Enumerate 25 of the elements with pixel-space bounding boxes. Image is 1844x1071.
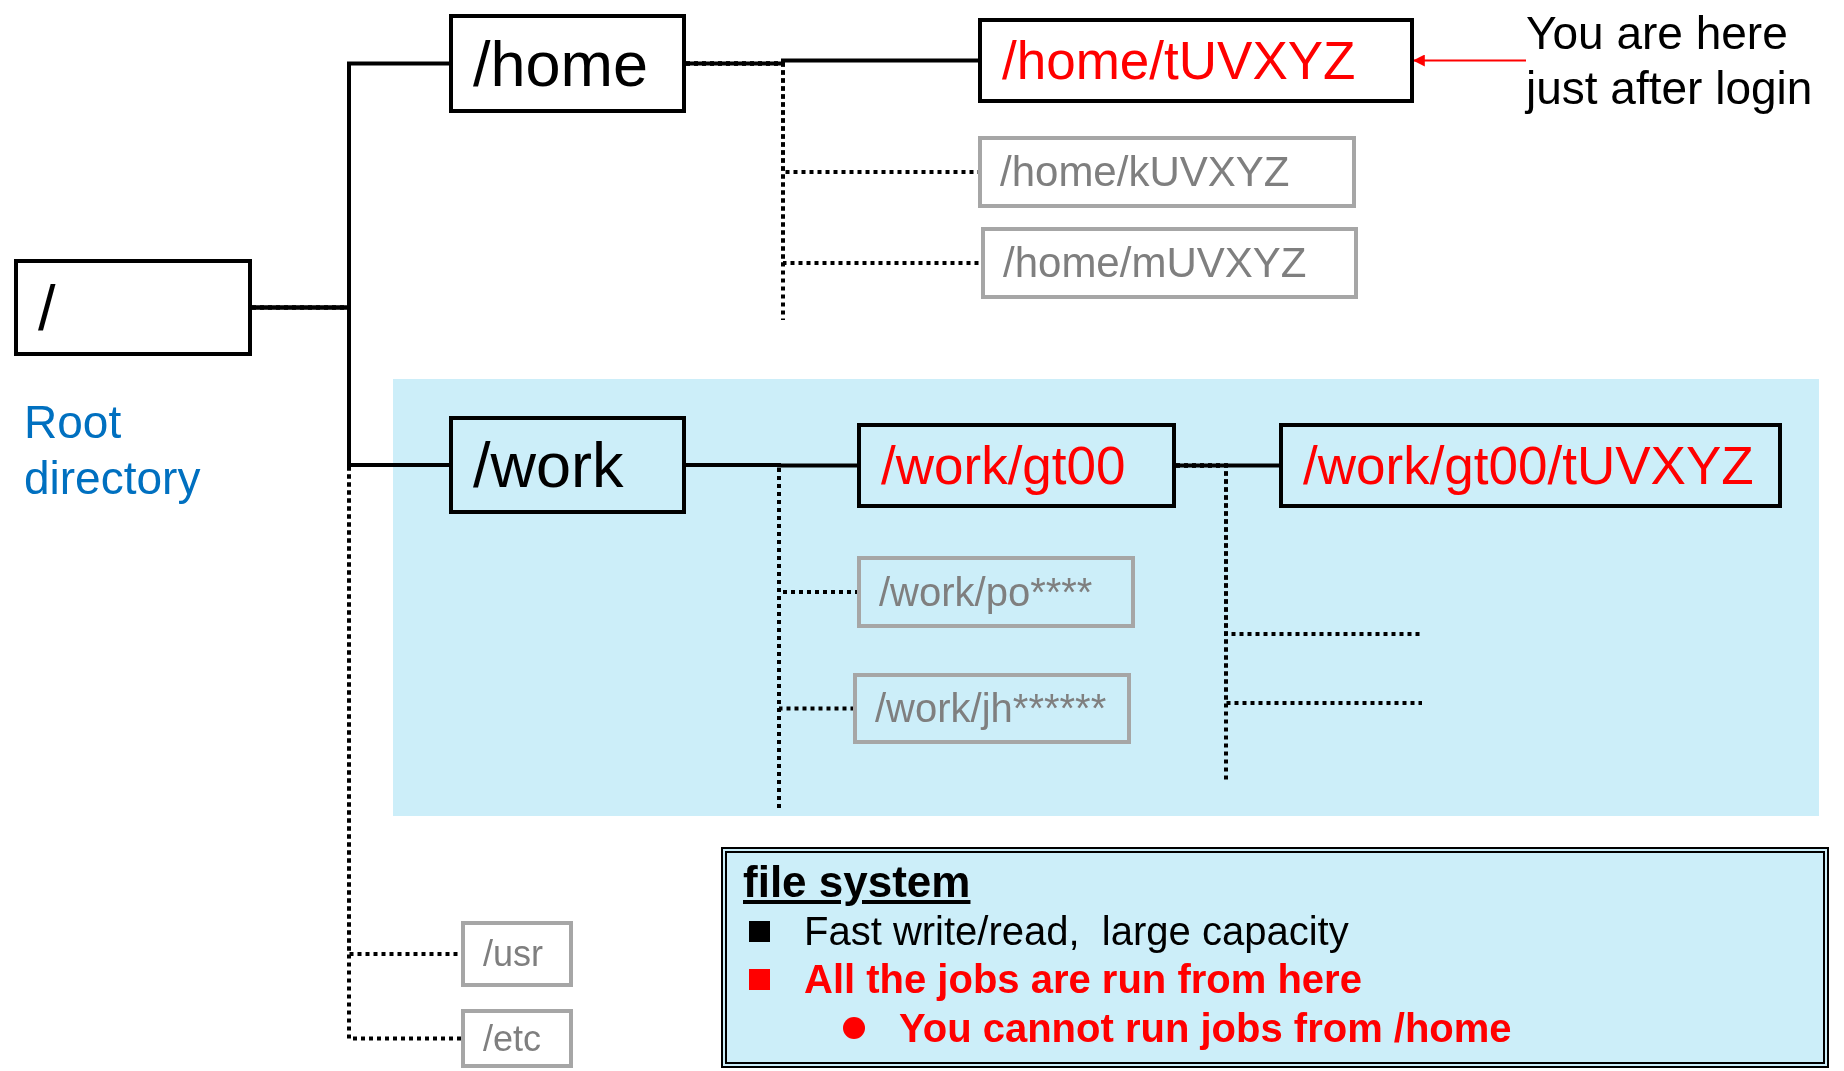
arrow (1412, 54, 1527, 67)
directory-box: / (14, 259, 252, 356)
bullet-text: You cannot run jobs from /home (899, 1005, 1512, 1051)
connector-line (1176, 463, 1279, 468)
connector-line (686, 58, 978, 66)
directory-box: /home (449, 14, 686, 113)
directory-box: /work/gt00 (857, 423, 1176, 508)
directory-box: /home/kUVXYZ (978, 136, 1356, 208)
directory-box: /etc (461, 1009, 573, 1068)
directory-box: /usr (461, 921, 573, 987)
info-panel (721, 847, 1829, 1068)
directory-box: /home/mUVXYZ (981, 227, 1358, 299)
caption-text: Root directory (24, 395, 202, 506)
bullet-text: Fast write/read, large capacity (804, 908, 1349, 954)
panel-heading: file system (743, 857, 971, 907)
connector-line (686, 463, 857, 468)
connector-line (252, 305, 449, 467)
directory-box: /work/jh****** (853, 673, 1131, 744)
bullet-text: All the jobs are run from here (804, 956, 1362, 1002)
annotation-text: You are here just after login (1526, 6, 1840, 118)
directory-box: /work/gt00/tUVXYZ (1279, 423, 1782, 508)
highlight-band (393, 379, 1819, 816)
directory-box: /work/po**** (857, 556, 1135, 628)
directory-box: /work (449, 416, 686, 514)
directory-box: /home/tUVXYZ (978, 18, 1414, 103)
